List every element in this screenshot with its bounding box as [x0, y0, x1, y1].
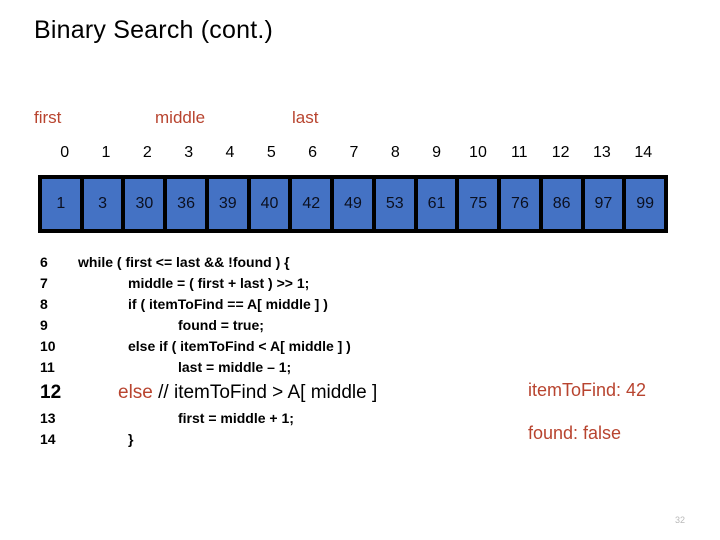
code-line: 14} — [40, 429, 520, 450]
code-line-remainder: // itemToFind > A[ middle ] — [152, 382, 378, 403]
array-index-cell: 13 — [593, 144, 611, 161]
array-index-cell: 4 — [225, 144, 235, 161]
code-line: 7 middle = ( first + last ) >> 1; — [40, 273, 520, 294]
code-line-text: if ( itemToFind == A[ middle ] ) — [128, 296, 328, 312]
code-line: 11 last = middle – 1; — [40, 357, 520, 378]
state-found: found: false — [528, 423, 622, 443]
array-index-cell: 10 — [469, 144, 487, 161]
code-line: 8 if ( itemToFind == A[ middle ] ) — [40, 294, 520, 315]
array-cell: 49 — [334, 179, 372, 229]
code-line-number: 7 — [40, 275, 48, 291]
array-index-cell: 14 — [634, 144, 653, 161]
code-keyword-else: else — [118, 382, 153, 403]
code-line-text: first = middle + 1; — [178, 410, 294, 426]
array-cell: 76 — [501, 179, 539, 229]
array-index-cell: 0 — [60, 144, 70, 161]
array-cell: 86 — [542, 179, 581, 229]
code-line-text: last = middle – 1; — [178, 359, 292, 375]
code-line: 9 found = true; — [40, 315, 520, 336]
array-cell: 99 — [626, 179, 665, 229]
code-line-number: 8 — [40, 296, 48, 312]
code-line: 13 first = middle + 1; — [40, 408, 520, 429]
state-item-to-find: itemToFind: 42 — [528, 380, 647, 400]
state-panel: itemToFind: 42 found: false — [528, 380, 718, 466]
code-line-text: while ( first <= last && !found ) { — [78, 254, 290, 270]
array-index-cell: 3 — [184, 144, 194, 161]
code-line-number: 6 — [40, 254, 48, 270]
array-index-cell: 12 — [551, 144, 570, 161]
array-index-cell: 2 — [142, 144, 152, 161]
code-line-text: found = true; — [178, 317, 264, 333]
array-cell: 53 — [375, 179, 414, 229]
array-cell: 40 — [250, 179, 289, 229]
array-cell: 97 — [584, 179, 623, 229]
code-line: 10 else if ( itemToFind < A[ middle ] ) — [40, 336, 520, 357]
array-index-cell: 1 — [101, 144, 111, 161]
array-cell: 3 — [83, 179, 122, 229]
array-index-cell: 5 — [266, 144, 276, 161]
array-index-cell: 9 — [432, 144, 442, 161]
array-index-cell: 6 — [308, 144, 318, 161]
code-line-number: 12 — [40, 382, 62, 403]
array-cell: 30 — [125, 179, 164, 229]
array-cell: 75 — [459, 179, 498, 229]
code-listing: 6 while ( first <= last && !found ) { 7 mid… — [40, 252, 520, 450]
array-index-cell: 7 — [349, 144, 359, 161]
code-line-text: else // itemToFind > A[ middle ] — [74, 378, 377, 408]
code-line-number: 10 — [40, 338, 56, 354]
array-cell: 61 — [417, 179, 456, 229]
code-line-text: } — [128, 431, 134, 447]
pointer-label-middle: middle — [155, 108, 206, 127]
code-line-number: 11 — [40, 359, 55, 375]
code-line: 6 while ( first <= last && !found ) { — [40, 252, 520, 273]
code-line-text: middle = ( first + last ) >> 1; — [128, 275, 310, 291]
array-cell: 1 — [42, 179, 80, 229]
code-line: 12 else // itemToFind > A[ middle ] — [40, 378, 520, 408]
pointer-label-row: first middle last — [0, 108, 720, 132]
slide-page-number: 32 — [674, 515, 685, 525]
pointer-label-last: last — [292, 108, 319, 127]
pointer-label-first: first — [34, 108, 62, 127]
page-title: Binary Search (cont.) — [34, 16, 274, 44]
array-cell: 39 — [208, 179, 247, 229]
array-index-cell: 11 — [510, 144, 528, 161]
array-cell: 36 — [167, 179, 205, 229]
code-line-number: 14 — [40, 431, 56, 447]
code-line-text: else if ( itemToFind < A[ middle ] ) — [128, 338, 351, 354]
array-index-cell: 8 — [390, 144, 400, 161]
code-line-number: 13 — [40, 410, 56, 426]
array-cell: 42 — [292, 179, 331, 229]
code-line-number: 9 — [40, 317, 48, 333]
